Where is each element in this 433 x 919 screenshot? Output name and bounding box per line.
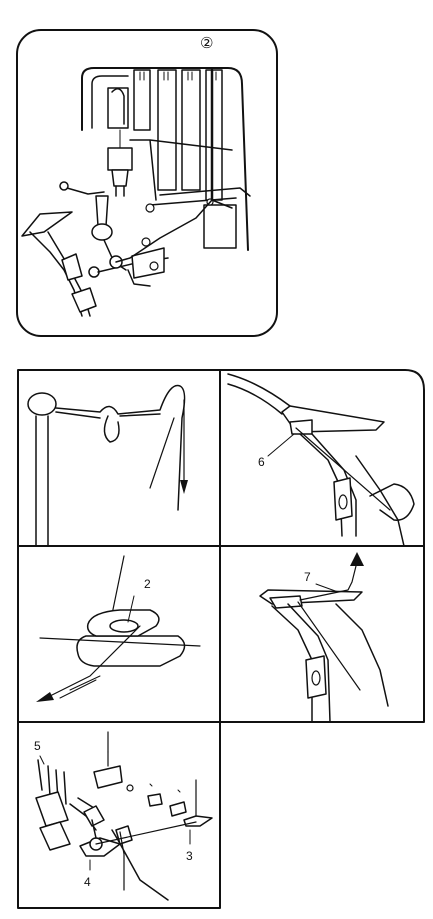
label-6: 6 <box>258 455 265 469</box>
top-figure-frame <box>16 29 278 337</box>
panel-lever-7: 7 <box>259 552 389 723</box>
looper-assembly <box>21 181 169 317</box>
panel-thread-guide <box>27 384 188 547</box>
top-figure-marker: ② <box>200 34 213 52</box>
grid-frame <box>17 369 425 909</box>
label-2: 2 <box>144 577 151 591</box>
label-7: 7 <box>304 570 311 584</box>
label-5: 5 <box>34 739 41 753</box>
panel-lever-6: 6 <box>227 373 415 547</box>
panel-tension-2: 2 <box>36 555 201 702</box>
top-threading-diagram: ② <box>0 0 433 345</box>
threading-steps-grid: 6 2 7 <box>0 360 433 919</box>
panel-looper-bottom: 5 4 3 <box>34 731 213 901</box>
label-4: 4 <box>84 875 91 889</box>
thread-path <box>115 199 233 263</box>
machine-casing <box>81 67 251 251</box>
label-3: 3 <box>186 849 193 863</box>
needle-clamp <box>107 129 133 197</box>
